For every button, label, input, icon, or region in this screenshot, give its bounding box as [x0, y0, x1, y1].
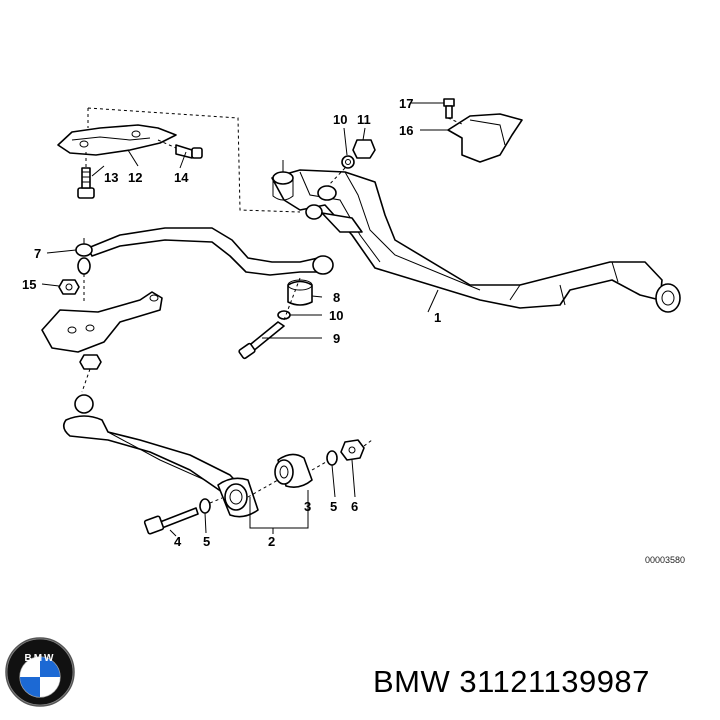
drawing-code: 00003580 [645, 555, 685, 565]
bushing-2 [217, 477, 259, 518]
tie-rod [75, 227, 334, 276]
callout-6: 6 [351, 499, 358, 514]
bolt-9 [238, 277, 301, 360]
callout-15: 15 [22, 277, 36, 292]
nut-15 [58, 274, 85, 302]
callout-16: 16 [399, 123, 413, 138]
callout-10-mid: 10 [329, 308, 343, 323]
callout-14: 14 [174, 170, 189, 185]
callout-9: 9 [333, 331, 340, 346]
bmw-logo: BMW [5, 637, 75, 707]
leader-lines [41, 102, 448, 537]
callout-13: 13 [104, 170, 118, 185]
callout-8: 8 [333, 290, 340, 305]
callout-4: 4 [174, 534, 182, 549]
part-number-caption: BMW 31121139987 [373, 664, 650, 699]
control-arm [62, 394, 245, 501]
nut-6 [340, 439, 373, 461]
callout-1: 1 [434, 310, 441, 325]
bushing-8 [287, 279, 313, 306]
bolt-13 [77, 152, 95, 199]
callout-2: 2 [268, 534, 275, 549]
steering-arm [41, 291, 163, 393]
washer-5-right [326, 450, 338, 466]
bushing-3 [247, 453, 327, 498]
callout-5-left: 5 [203, 534, 210, 549]
bolt-17 [443, 98, 455, 119]
cross-member [271, 160, 681, 313]
shield-16 [447, 113, 523, 163]
callout-10-top: 10 [333, 112, 347, 127]
bmw-logo-lettering: BMW [25, 653, 56, 664]
washer-5-left [199, 497, 223, 514]
callout-12: 12 [128, 170, 142, 185]
callouts: 1 2 3 4 5 5 6 7 8 9 10 10 11 12 13 14 15… [22, 96, 685, 565]
washer-10-mid [277, 310, 291, 320]
bracket-12 [57, 107, 301, 213]
callout-3: 3 [304, 499, 311, 514]
callout-11: 11 [357, 112, 371, 127]
callout-17: 17 [399, 96, 413, 111]
bolt-14 [157, 139, 203, 159]
callout-7: 7 [34, 246, 41, 261]
nut-11-washer-10-top [327, 139, 376, 187]
bolt-4 [143, 507, 199, 535]
callout-5-right: 5 [330, 499, 337, 514]
